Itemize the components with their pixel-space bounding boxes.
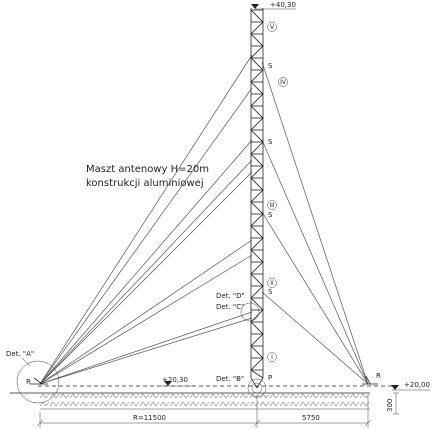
s-label-1: S — [268, 62, 273, 70]
detail-circle-a — [16, 360, 60, 404]
lattice-diagonal — [250, 153, 264, 167]
lattice-diagonal — [250, 345, 264, 359]
lattice-diagonal — [250, 249, 264, 263]
svg-text:I: I — [271, 354, 273, 361]
ground-hatch — [40, 393, 370, 409]
base-level-marker: +20,30 — [160, 376, 195, 387]
detail-b-label: Det. "B" — [216, 375, 244, 383]
lattice-diagonal — [250, 141, 264, 155]
right-span-label: 5750 — [302, 414, 320, 422]
lattice-diagonal — [250, 177, 264, 191]
lattice-diagonal — [250, 45, 264, 59]
lattice-diagonal — [250, 33, 264, 47]
lattice-diagonal — [250, 105, 264, 119]
detail-a-label: Det. "A" — [6, 350, 34, 358]
right-r-label: R — [376, 372, 381, 380]
section-iii: III — [267, 200, 277, 210]
lattice-diagonal — [250, 165, 264, 179]
lattice-diagonal — [250, 273, 264, 287]
right-anchor — [362, 375, 378, 385]
detail-c-label: Det. "C" — [216, 303, 244, 311]
lattice-diagonal — [250, 225, 264, 239]
span-dimensions: R=11500 5750 — [36, 395, 372, 428]
guy-wires-right — [261, 61, 369, 385]
lattice-diagonal — [250, 57, 264, 71]
p-label: P — [268, 374, 272, 382]
section-ii: II — [267, 278, 277, 288]
section-iv: IV — [278, 77, 288, 87]
lattice-diagonal — [250, 297, 264, 311]
lattice-diagonal — [250, 93, 264, 107]
section-v: V — [267, 22, 277, 32]
lattice-diagonal — [250, 213, 264, 227]
lattice-diagonal — [250, 237, 264, 251]
lattice-diagonal — [250, 285, 264, 299]
detail-circle-c — [240, 302, 260, 322]
lattice-diagonal — [250, 21, 264, 35]
title-line-2: konstrukcji aluminiowej — [86, 178, 204, 189]
guy-wires-left — [39, 54, 253, 385]
left-span-label: R=11500 — [133, 414, 166, 422]
lattice-diagonal — [250, 117, 264, 131]
right-level-marker: +20,00 — [391, 381, 430, 391]
s-label-3: S — [268, 211, 273, 219]
detail-d-label: Det. "D" — [216, 292, 245, 300]
lattice-diagonal — [250, 369, 264, 379]
lattice-diagonal — [250, 357, 264, 371]
lattice-diagonal — [250, 201, 264, 215]
lattice-diagonal — [250, 9, 264, 23]
lattice-diagonal — [250, 69, 264, 83]
left-r-label: R — [26, 378, 31, 386]
lattice-diagonal — [250, 189, 264, 203]
lattice-diagonal — [250, 261, 264, 275]
svg-text:V: V — [270, 24, 275, 31]
lattice-diagonal — [250, 333, 264, 347]
top-level-marker: +40,30 — [251, 1, 296, 10]
lattice-diagonal — [250, 309, 264, 323]
depth-label: 300 — [386, 399, 394, 412]
mast — [250, 8, 264, 394]
svg-text:II: II — [270, 280, 274, 287]
svg-text:III: III — [269, 202, 275, 209]
lattice-diagonal — [250, 321, 264, 335]
svg-text:IV: IV — [280, 79, 287, 86]
right-level-label: +20,00 — [404, 381, 430, 389]
base-level-label: +20,30 — [162, 376, 188, 384]
mast-lattice — [250, 9, 264, 379]
lattice-diagonal — [250, 129, 264, 143]
lattice-diagonal — [250, 81, 264, 95]
section-i: I — [267, 352, 277, 362]
left-anchor — [30, 377, 48, 385]
s-label-4: S — [268, 288, 273, 296]
title-line-1: Maszt antenowy H=20m — [86, 164, 209, 175]
s-label-2: S — [268, 138, 273, 146]
top-level-label: +40,30 — [270, 1, 296, 9]
depth-dimension: 300 — [386, 392, 399, 415]
